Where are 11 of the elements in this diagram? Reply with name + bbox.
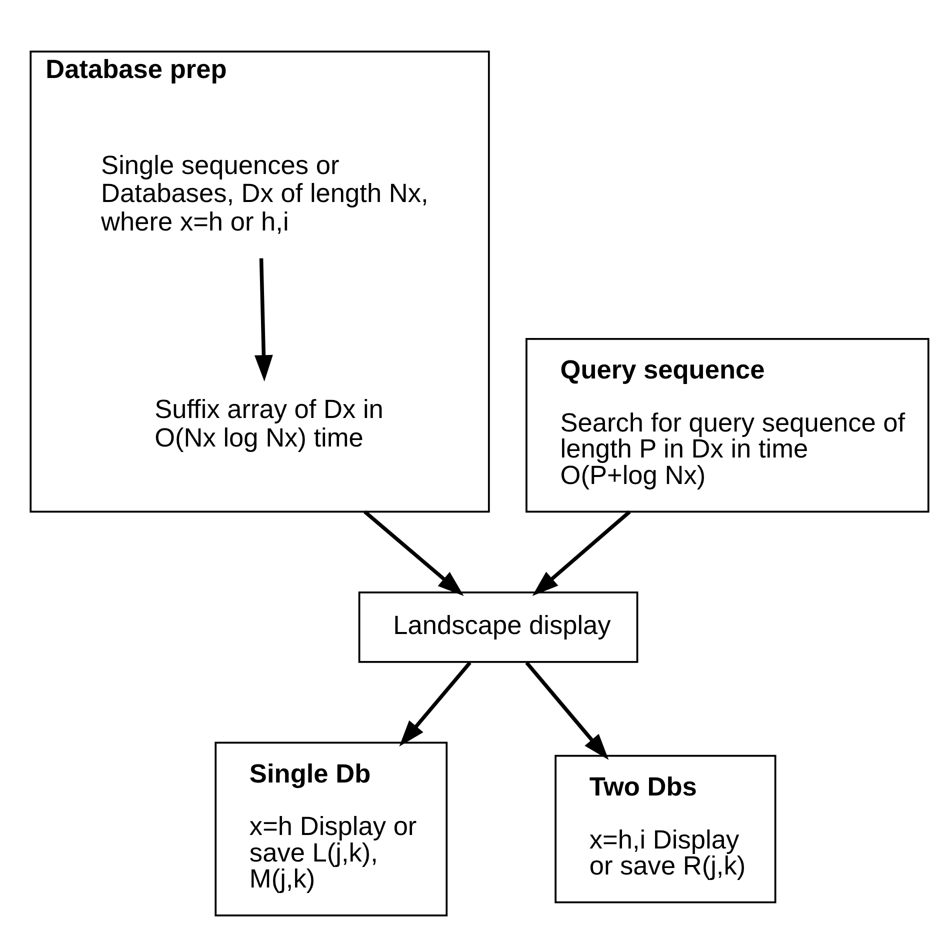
node-box: Two Dbs x=h,i Display or save R(j,k) bbox=[554, 754, 776, 903]
arrow bbox=[364, 510, 464, 596]
arrow bbox=[399, 660, 472, 746]
node-box: Single Db x=h Display or save L(j,k), M(j,k) bbox=[214, 741, 448, 916]
arrow bbox=[525, 660, 609, 760]
node-text: Single sequences or Databases, Dx of length Nx, where x=h or h,i bbox=[101, 149, 428, 236]
node-text: Suffix array of Dx in O(Nx log Nx) time bbox=[154, 394, 384, 452]
arrow bbox=[532, 510, 631, 596]
arrow bbox=[254, 258, 273, 381]
node-box: Query sequence Search for query sequence of length P in Dx in time O(P+log Nx) bbox=[526, 337, 930, 512]
node-box: Landscape display bbox=[358, 591, 638, 662]
